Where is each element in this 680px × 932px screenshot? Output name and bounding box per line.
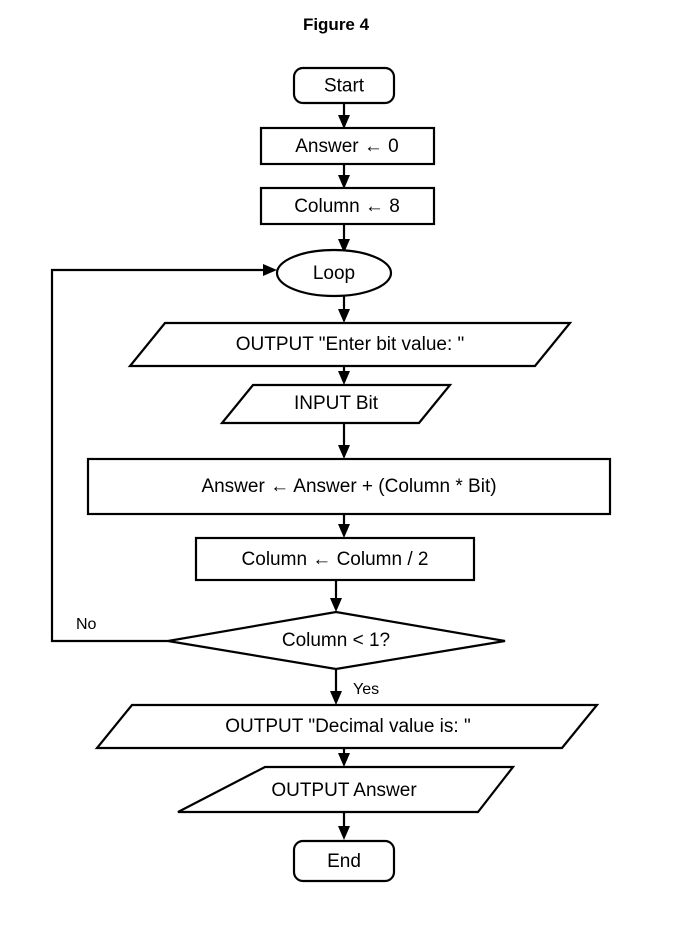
node-output-answer[interactable]: OUTPUT Answer: [177, 765, 516, 814]
arrowhead-icon: [338, 175, 350, 189]
node-init-answer[interactable]: Answer ← 0: [259, 126, 436, 166]
node-start[interactable]: Start: [292, 66, 396, 105]
node-accumulate[interactable]: Answer ← Answer + (Column * Bit): [86, 457, 612, 516]
node-shape-terminator: [292, 839, 396, 883]
node-halve-column[interactable]: Column ← Column / 2: [194, 536, 476, 582]
node-shape-io: [219, 383, 453, 425]
arrowhead-icon: [338, 826, 350, 840]
node-shape-loop-connector: [275, 248, 393, 298]
node-shape-process: [86, 457, 612, 516]
edge-halve-column-to-decision: [330, 580, 342, 612]
node-init-column[interactable]: Column ← 8: [259, 186, 436, 226]
arrowhead-icon: [263, 264, 277, 276]
node-input-bit[interactable]: INPUT Bit: [219, 383, 453, 425]
arrowhead-icon: [338, 524, 350, 538]
node-decision[interactable]: Column < 1?: [167, 610, 506, 671]
node-label-output-decimal-text: OUTPUT "Decimal value is: ": [225, 716, 470, 737]
edge-label-yes: Yes: [353, 681, 379, 698]
node-label-end: End: [327, 851, 361, 872]
arrowhead-icon: [338, 239, 350, 253]
node-shape-terminator: [292, 66, 396, 105]
edge-input-bit-to-accumulate: [338, 423, 350, 459]
arrowhead-icon: [338, 371, 350, 385]
edge-decision-yes-to-output-decimal: [330, 667, 342, 705]
node-shape-decision: [167, 610, 506, 671]
node-shape-process: [194, 536, 476, 582]
node-shape-process: [259, 186, 436, 226]
node-label-output-prompt: OUTPUT "Enter bit value: ": [236, 334, 465, 355]
node-label-loop: Loop: [313, 263, 355, 284]
node-shape-io: [127, 321, 573, 368]
arrowhead-icon: [330, 598, 342, 612]
node-label-halve-column: Column ← Column / 2: [242, 549, 429, 570]
edge-output-prompt-to-input-bit: [338, 366, 350, 385]
edge-accumulate-to-halve-column: [338, 514, 350, 538]
node-label-accumulate: Answer ← Answer + (Column * Bit): [201, 476, 496, 497]
edge-init-answer-to-init-column: [338, 164, 350, 189]
node-shape-process: [259, 126, 436, 166]
node-output-decimal-text[interactable]: OUTPUT "Decimal value is: ": [94, 703, 600, 750]
edge-init-column-to-loop: [338, 224, 350, 253]
arrowhead-icon: [338, 309, 350, 323]
edge-label-no: No: [76, 616, 97, 633]
node-shape-io: [177, 765, 516, 814]
node-label-decision: Column < 1?: [282, 630, 390, 651]
node-end[interactable]: End: [292, 839, 396, 883]
node-label-output-answer: OUTPUT Answer: [271, 780, 417, 801]
node-label-init-answer: Answer ← 0: [295, 136, 398, 157]
arrowhead-icon: [338, 445, 350, 459]
figure-title: Figure 4: [303, 15, 370, 34]
edge-output-decimal-to-output-answer: [338, 748, 350, 767]
edge-loop-to-output-prompt: [338, 293, 350, 323]
arrowhead-icon: [338, 753, 350, 767]
node-output-prompt[interactable]: OUTPUT "Enter bit value: ": [127, 321, 573, 368]
node-label-init-column: Column ← 8: [294, 196, 400, 217]
edge-line: [50, 268, 268, 643]
arrowhead-icon: [338, 115, 350, 129]
edge-start-to-init-answer: [338, 102, 350, 129]
node-label-start: Start: [324, 76, 365, 97]
node-loop[interactable]: Loop: [275, 248, 393, 298]
node-label-input-bit: INPUT Bit: [294, 393, 379, 414]
edge-decision-no-to-loop: [50, 264, 277, 643]
edge-output-answer-to-end: [338, 812, 350, 840]
arrowhead-icon: [330, 691, 342, 705]
node-shape-io: [94, 703, 600, 750]
